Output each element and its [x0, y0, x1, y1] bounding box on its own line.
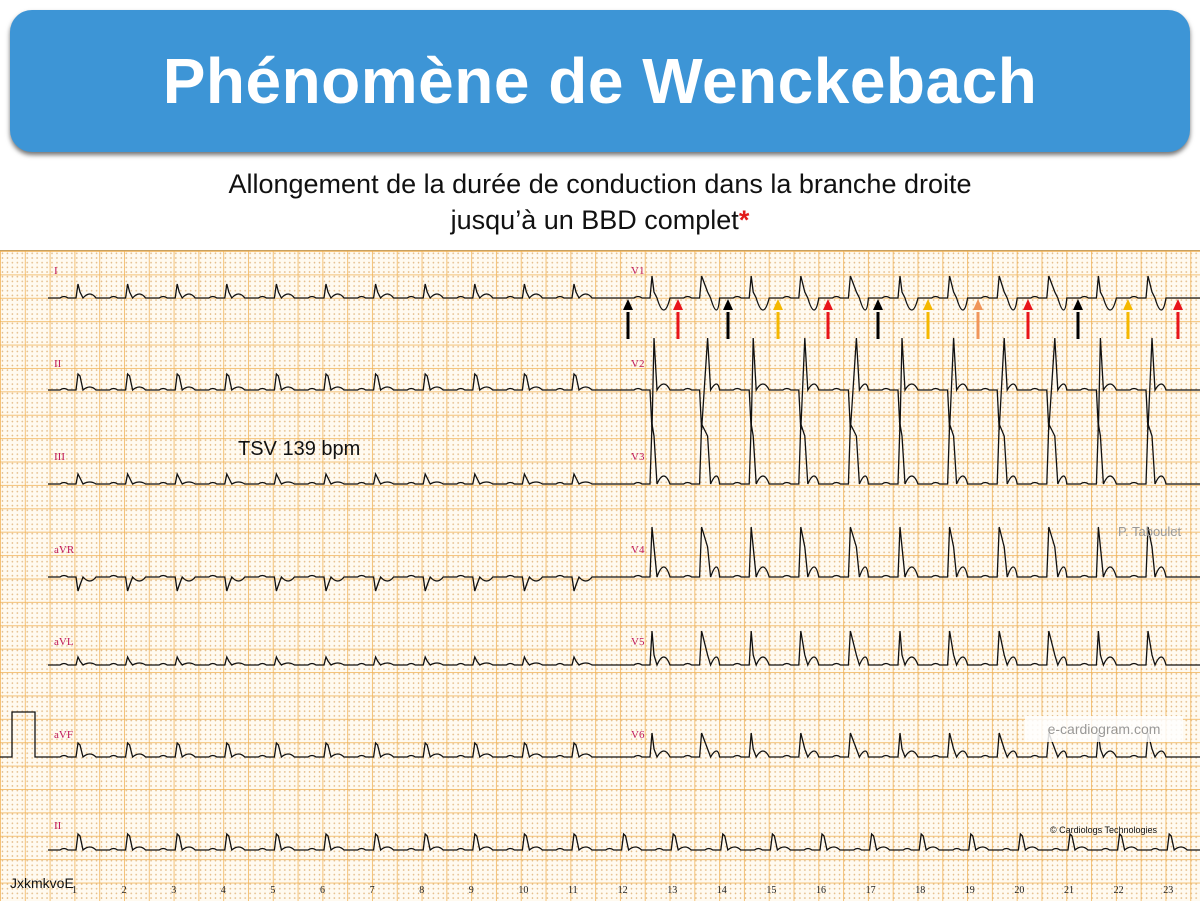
time-marker: 19	[964, 885, 975, 896]
v1-arrow-icon	[1073, 299, 1083, 339]
ecg-traces	[0, 275, 1200, 852]
v1-arrow-icon	[973, 299, 983, 339]
lead-label-V3: V3	[631, 451, 645, 463]
author-watermark: P. Taboulet	[1118, 524, 1182, 539]
time-marker: 17	[865, 885, 876, 896]
lead-label-V1: V1	[631, 265, 645, 277]
time-marker: 3	[171, 885, 177, 896]
trace-V5	[622, 630, 1200, 667]
time-marker: 15	[766, 885, 777, 896]
time-marker: 9	[468, 885, 474, 896]
v1-arrow-icon	[623, 299, 633, 339]
title-banner: Phénomène de Wenckebach	[10, 10, 1190, 152]
time-marker: 23	[1163, 885, 1174, 896]
v1-arrow-icon	[1023, 299, 1033, 339]
time-marker: 8	[419, 885, 425, 896]
time-marker: 4	[220, 885, 226, 896]
subtitle-line-1: Allongement de la durée de conduction da…	[228, 169, 972, 199]
trace-V6	[622, 732, 1200, 759]
v1-arrow-icon	[673, 299, 683, 339]
trace-aVF	[48, 741, 622, 759]
time-marker: 5	[270, 885, 276, 896]
trace-V1	[622, 275, 1200, 311]
time-marker: 20	[1014, 885, 1025, 896]
v1-arrow-icon	[823, 299, 833, 339]
time-marker: 2	[121, 885, 127, 896]
subtitle: Allongement de la durée de conduction da…	[0, 166, 1200, 238]
trace-V2	[622, 337, 1200, 431]
trace-III	[48, 472, 622, 485]
v1-arrow-icon	[873, 299, 883, 339]
v1-arrow-icon	[923, 299, 933, 339]
v1-arrow-icon	[1173, 299, 1183, 339]
heart-rate-annotation: TSV 139 bpm	[238, 438, 361, 460]
time-marker: 21	[1064, 885, 1074, 896]
time-marker: 7	[369, 885, 375, 896]
lead-label-II: II	[54, 358, 62, 370]
copyright: © Cardiologs Technologies	[1050, 825, 1158, 835]
lead-label-I: I	[54, 265, 58, 277]
lead-label-aVR: aVR	[54, 544, 75, 556]
subtitle-line-2-text: jusqu’à un BBD complet	[450, 205, 739, 235]
time-marker: 12	[617, 885, 628, 896]
time-marker: 16	[816, 885, 826, 896]
subtitle-line-2: jusqu’à un BBD complet*	[0, 202, 1200, 238]
lead-label-aVF: aVF	[54, 729, 73, 741]
time-marker: 6	[320, 885, 325, 896]
calibration-pulse	[0, 711, 48, 758]
lead-label-V2: V2	[631, 358, 645, 370]
trace-aVL	[48, 655, 622, 666]
v1-arrow-icon	[1123, 299, 1133, 339]
time-marker: 22	[1113, 885, 1124, 896]
time-marker: 11	[568, 885, 578, 896]
time-marker: 1	[72, 885, 77, 896]
lead-label-III: III	[54, 451, 65, 463]
trace-I	[48, 283, 622, 300]
page-title: Phénomène de Wenckebach	[162, 45, 1038, 117]
lead-label-V6: V6	[631, 729, 645, 741]
lead-label-aVL: aVL	[54, 636, 74, 648]
trace-V3	[622, 423, 1200, 485]
lead-label-rhythm-II: II	[54, 820, 62, 832]
asterisk: *	[738, 205, 750, 235]
trace-V4	[622, 526, 1200, 578]
lead-label-V5: V5	[631, 636, 645, 648]
time-marker: 14	[716, 885, 727, 896]
v1-arrow-icon	[723, 299, 733, 339]
time-marker: 10	[518, 885, 529, 896]
ecg-grid	[0, 250, 1200, 901]
site-watermark: e-cardiogram.com	[1025, 716, 1183, 742]
trace-II	[48, 372, 622, 392]
ecg-code: JxkmkvoE	[10, 875, 74, 891]
time-marker: 13	[667, 885, 678, 896]
lead-label-V4: V4	[631, 544, 645, 556]
v1-arrow-icon	[773, 299, 783, 339]
trace-aVR	[48, 574, 622, 592]
time-marker: 18	[915, 885, 926, 896]
trace-rhythm-II	[48, 832, 1200, 852]
